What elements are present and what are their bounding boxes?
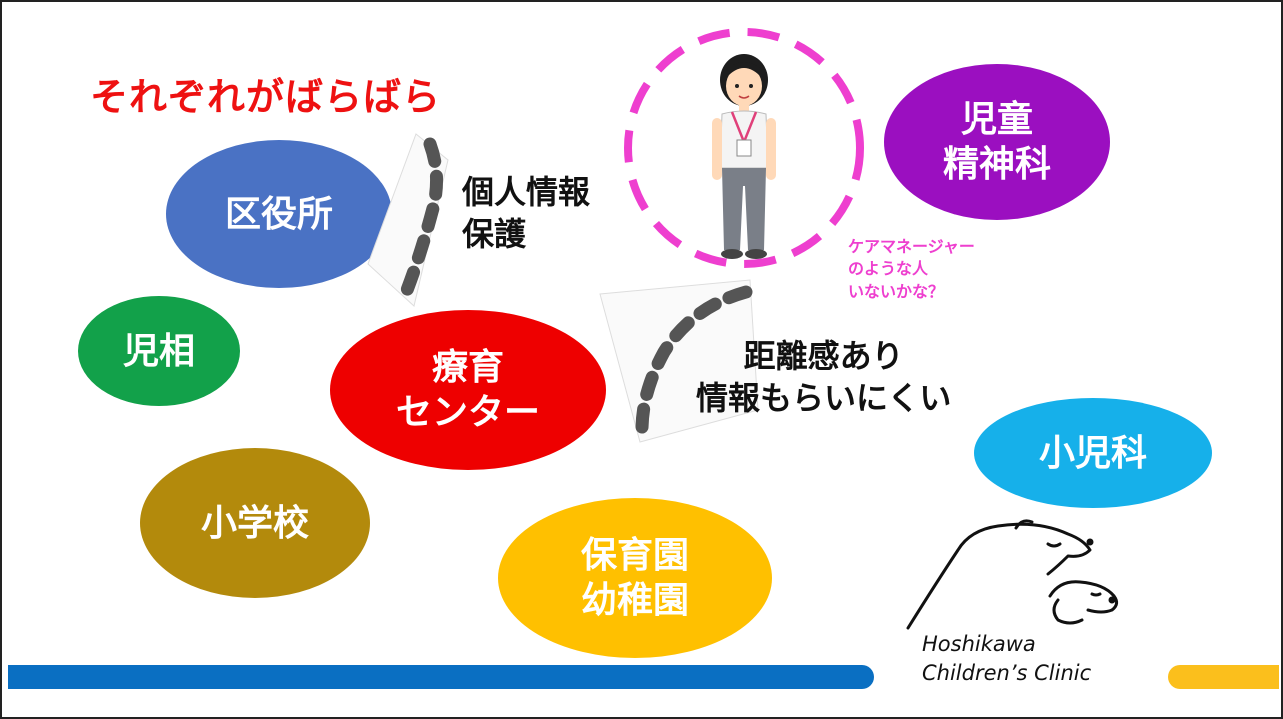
org-ward-office-oval: 区役所 (166, 140, 392, 288)
distance-note: 距離感あり 情報もらいにくい (696, 337, 952, 417)
staff-person-icon (712, 54, 776, 259)
org-child-guidance-oval: 児相 (78, 296, 240, 406)
org-therapy-center-label: 療育 センター (395, 347, 540, 433)
org-child-guidance-label: 児相 (122, 330, 195, 372)
privacy-note: 個人情報 保護 (462, 173, 591, 253)
org-child-psychiatry-oval: 児童 精神科 (884, 64, 1110, 220)
slide-title: それぞれがばらばら (90, 75, 442, 119)
org-nursery-kindergarten-oval: 保育園 幼稚園 (498, 498, 772, 658)
distance-broken-link (599, 279, 759, 443)
care-manager-note: ケアマネージャー のような人 いないかな？ (848, 237, 975, 301)
footer-bar-blue (8, 665, 874, 689)
clinic-logo-text: Hoshikawa Children’s Clinic (922, 632, 1092, 686)
care-manager-circle (624, 28, 864, 268)
footer-bar-yellow (1168, 665, 1279, 689)
org-nursery-kindergarten-label: 保育園 幼稚園 (580, 535, 689, 621)
org-ward-office-label: 区役所 (224, 193, 333, 235)
org-pediatrics-oval: 小児科 (974, 398, 1212, 508)
org-elementary-school-label: 小学校 (200, 502, 309, 544)
org-pediatrics-label: 小児科 (1038, 432, 1147, 474)
org-child-psychiatry-label: 児童 精神科 (942, 99, 1051, 185)
org-elementary-school-oval: 小学校 (140, 448, 370, 598)
privacy-broken-link (367, 133, 449, 307)
bear-logo-icon (906, 519, 1119, 630)
org-therapy-center-oval: 療育 センター (330, 310, 606, 470)
